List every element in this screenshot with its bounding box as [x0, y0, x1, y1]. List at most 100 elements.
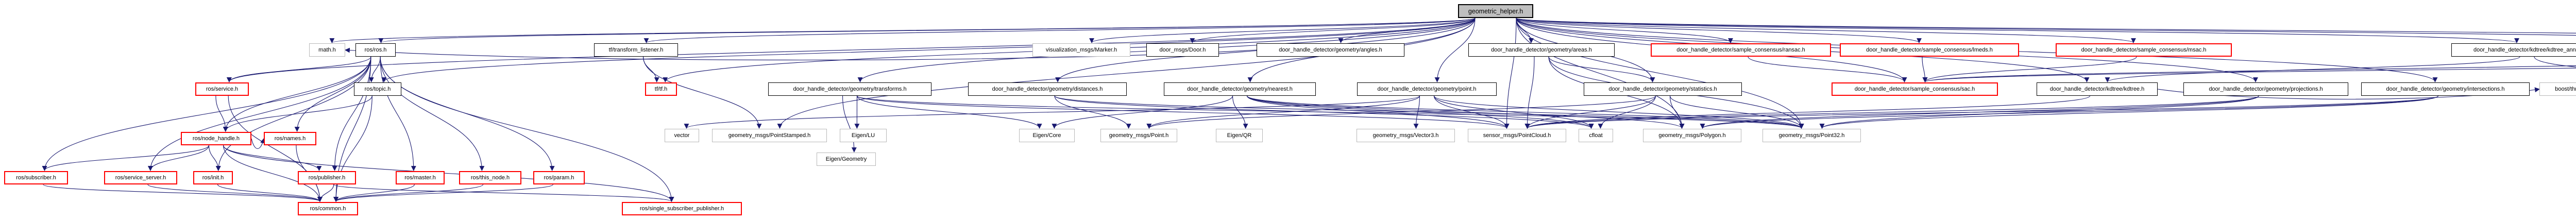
include-edge-transforms-to-eigen_core	[856, 95, 1042, 129]
graph-node-transforms[interactable]: door_handle_detector/geometry/transforms…	[768, 82, 931, 96]
graph-node-publisher[interactable]: ros/publisher.h	[298, 171, 356, 184]
include-edge-intersections-to-point32	[1819, 95, 2439, 129]
graph-node-param[interactable]: ros/param.h	[533, 171, 585, 184]
graph-node-init[interactable]: ros/init.h	[193, 171, 233, 184]
graph-node-vector: vector	[665, 129, 699, 142]
include-edge-projections-to-point32	[1819, 95, 2259, 129]
include-edge-kdtree_ann-to-kdtree	[2105, 56, 2520, 82]
include-edge-node_handle-to-common	[223, 145, 323, 202]
include-edge-root-to-sac_model_plane	[1516, 18, 2576, 36]
include-edge-root-to-rosros	[379, 18, 1476, 43]
graph-node-doormsgs[interactable]: door_msgs/Door.h	[1146, 43, 1219, 57]
include-edge-statistics-to-geom_point	[1146, 95, 1656, 129]
include-edge-ransac-to-sac	[1748, 56, 1907, 82]
include-edge-nearest-to-point32	[1246, 95, 1804, 129]
include-edge-root-to-point32	[1516, 18, 1804, 129]
include-edge-rosros-to-subscriber	[42, 56, 371, 171]
include-edge-root-to-pointstamped	[777, 18, 1476, 129]
include-edge-root-to-doormsgs	[1190, 18, 1476, 43]
include-edge-statistics-to-polygon	[1669, 95, 1685, 129]
graph-node-ssp[interactable]: ros/single_subscriber_publisher.h	[622, 202, 742, 215]
graph-node-point-c[interactable]: door_handle_detector/geometry/point.h	[1357, 82, 1497, 96]
include-edge-node_handle-to-subscriber	[42, 145, 210, 171]
graph-node-subscriber[interactable]: ros/subscriber.h	[4, 171, 68, 184]
include-edge-rosros-to-topic	[368, 56, 381, 82]
include-edge-statistics-to-point32	[1669, 95, 1804, 129]
include-edge-msac-to-sac	[1922, 56, 2137, 82]
include-edge-root-to-sac_model_oriented_line	[1516, 18, 2576, 33]
include-edge-rosros-to-names	[294, 56, 371, 132]
graph-node-tf[interactable]: tf/tf.h	[645, 82, 677, 96]
graph-node-this-node[interactable]: ros/this_node.h	[459, 171, 521, 184]
include-edge-node_handle-to-names	[251, 138, 265, 149]
include-edge-tfl-to-tf	[642, 56, 659, 82]
include-edge-publisher-to-ssp	[333, 184, 674, 202]
graph-node-intersections[interactable]: door_handle_detector/geometry/intersecti…	[2361, 82, 2530, 96]
include-edge-distances-to-geom_point	[1054, 95, 1131, 129]
graph-node-distances[interactable]: door_handle_detector/geometry/distances.…	[968, 82, 1127, 96]
include-edge-node_handle-to-publisher	[223, 145, 322, 171]
graph-node-master[interactable]: ros/master.h	[396, 171, 445, 184]
graph-node-names[interactable]: ros/names.h	[264, 132, 316, 145]
include-edge-rosros-to-service	[227, 56, 371, 82]
graph-node-polygon: geometry_msgs/Polygon.h	[1643, 129, 1741, 142]
include-edge-point_c-to-pointcloud	[1433, 95, 1510, 129]
include-edge-point_c-to-point32	[1433, 95, 1804, 129]
include-edge-node_handle-to-service_server	[148, 145, 210, 171]
graph-node-kdtree[interactable]: door_handle_detector/kdtree/kdtree.h	[2037, 82, 2158, 96]
graph-node-service-server[interactable]: ros/service_server.h	[104, 171, 177, 184]
graph-node-kdtree-ann[interactable]: door_handle_detector/kdtree/kdtree_ann.h	[2451, 43, 2576, 57]
include-edge-nearest-to-pointcloud	[1246, 95, 1510, 129]
include-edge-rosros-to-node_handle	[223, 56, 371, 132]
include-edge-intersections-to-polygon	[1700, 95, 2439, 129]
include-edge-kdtree-to-pointcloud	[1524, 95, 2091, 129]
include-edge-nearest-to-cfloat	[1246, 95, 1594, 129]
graph-node-lmeds[interactable]: door_handle_detector/sample_consensus/lm…	[1840, 43, 2019, 57]
graph-node-statistics[interactable]: door_handle_detector/geometry/statistics…	[1584, 82, 1742, 96]
include-edge-rosros-to-publisher	[332, 56, 371, 171]
graph-node-eigen-geometry: Eigen/Geometry	[817, 153, 876, 166]
graph-node-marker: visualization_msgs/Marker.h	[1032, 43, 1130, 57]
include-edge-root-to-polygon	[1516, 18, 1685, 129]
include-edge-nearest-to-polygon	[1246, 95, 1685, 129]
graph-node-node-handle[interactable]: ros/node_handle.h	[181, 132, 251, 145]
include-edge-root-to-service	[227, 18, 1476, 82]
include-edge-point_c-to-geom_point	[1146, 95, 1420, 129]
include-edge-node_handle-to-init	[208, 145, 221, 171]
include-edge-master-to-common	[333, 184, 415, 202]
graph-node-sac[interactable]: door_handle_detector/sample_consensus/sa…	[1832, 82, 1998, 96]
graph-node-eigen-qr: Eigen/QR	[1216, 129, 1263, 142]
include-edge-sac_model_oriented_line-to-sac	[1923, 67, 2576, 82]
graph-node-service[interactable]: ros/service.h	[195, 82, 249, 96]
graph-node-rosros[interactable]: ros/ros.h	[355, 43, 396, 57]
include-edge-subscriber-to-common	[43, 184, 323, 202]
include-edge-root-to-ransac	[1516, 18, 1733, 43]
graph-node-tfl[interactable]: tf/transform_listener.h	[594, 43, 678, 57]
graph-node-ransac[interactable]: door_handle_detector/sample_consensus/ra…	[1651, 43, 1831, 57]
graph-root-node: geometric_helper.h	[1458, 4, 1533, 18]
graph-node-common[interactable]: ros/common.h	[298, 202, 358, 215]
graph-node-angles[interactable]: door_handle_detector/geometry/angles.h	[1257, 43, 1404, 57]
include-edge-statistics-to-cfloat	[1598, 95, 1656, 129]
include-edge-root-to-topic	[381, 18, 1476, 82]
include-edge-topic-to-node_handle	[223, 95, 372, 132]
include-edge-this_node-to-common	[333, 184, 484, 202]
include-edge-root-to-tfl	[644, 18, 1476, 43]
include-edge-root-to-point_c	[1434, 18, 1476, 82]
graph-node-areas[interactable]: door_handle_detector/geometry/areas.h	[1468, 43, 1615, 57]
include-edge-intersections-to-pointcloud	[1525, 95, 2439, 129]
graph-node-eigen-core: Eigen/Core	[1019, 129, 1075, 142]
graph-node-topic[interactable]: ros/topic.h	[354, 82, 401, 96]
include-edge-publisher-to-common	[317, 184, 334, 202]
graph-node-cfloat: cfloat	[1579, 129, 1613, 142]
graph-node-msac[interactable]: door_handle_detector/sample_consensus/ms…	[2056, 43, 2232, 57]
include-edge-root-to-pointcloud	[1504, 18, 1517, 129]
include-edge-kdtree_ann-to-ann	[2534, 56, 2576, 67]
graph-node-projections[interactable]: door_handle_detector/geometry/projection…	[2183, 82, 2348, 96]
include-edge-rosros-to-service_server	[148, 56, 371, 171]
include-edge-rosros-to-this_node	[380, 56, 485, 171]
include-edge-rosros-to-master	[380, 56, 416, 171]
graph-node-nearest[interactable]: door_handle_detector/geometry/nearest.h	[1164, 82, 1316, 96]
graph-node-point32: geometry_msgs/Point32.h	[1762, 129, 1861, 142]
